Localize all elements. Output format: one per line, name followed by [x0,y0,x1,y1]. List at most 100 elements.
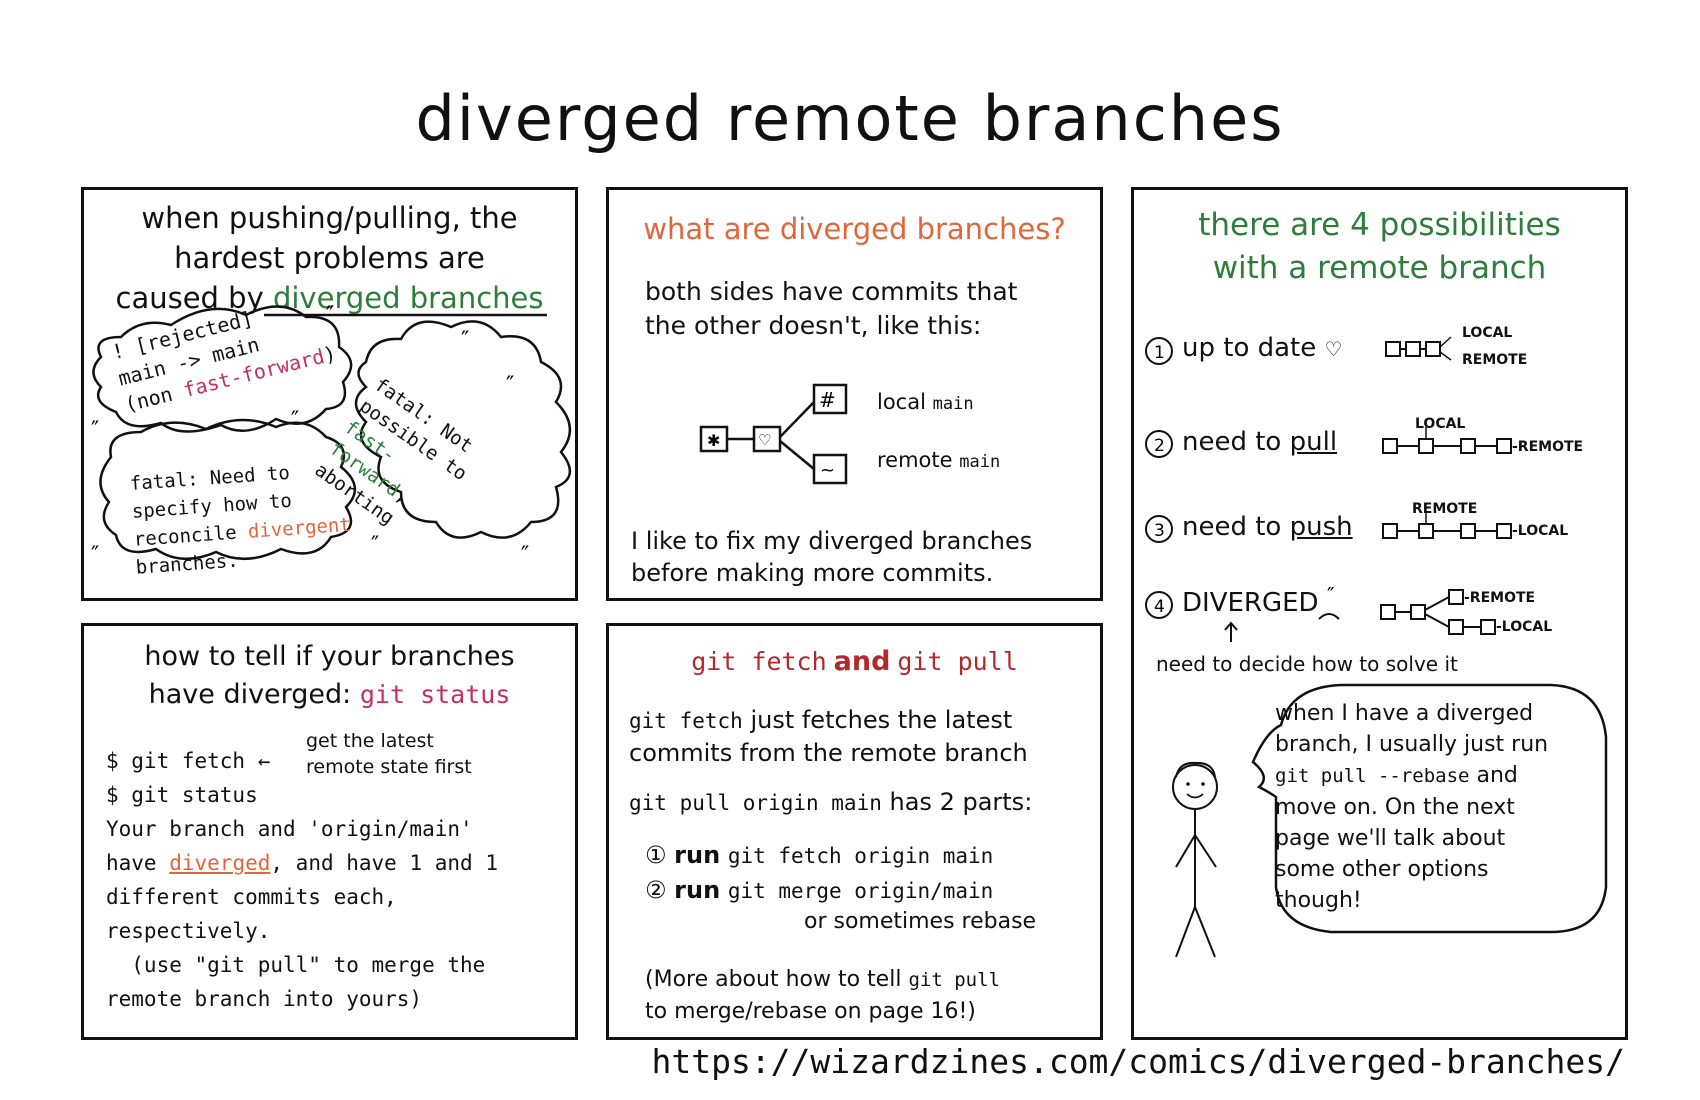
speech-line1: when I have a diverged [1275,701,1534,726]
panel4-heading2: have diverged: [148,679,352,710]
number-circle-4 [1145,591,1173,619]
output-line3: different commits each, [106,885,397,909]
cmd-git-fetch: $ git fetch [106,749,246,773]
frustration-mark-8: ″ [521,543,529,568]
bubble-fast-forward [354,320,571,539]
item2-remote-label: -REMOTE [1512,439,1584,455]
item1-up-to-date: up to date [1182,333,1317,363]
svg-text:2: 2 [1154,436,1165,456]
speech-line5: page we'll talk about [1275,826,1506,851]
panel1-heading-line1: when pushing/pulling, the [141,201,518,235]
note-line2: remote state first [306,756,472,778]
heading-git-pull: git pull [897,647,1018,676]
item3-remote-label: REMOTE [1412,501,1478,517]
item1-remote-label: REMOTE [1462,352,1528,368]
heart-icon: ♡ [1324,337,1343,361]
frustration-mark-2: ″ [461,328,469,353]
item2-prefix: need to [1182,427,1282,457]
panel4-heading1: how to tell if your branches [144,641,515,672]
panel1-heading-line3: caused by [115,281,264,315]
panel-hardest-problems: when pushing/pulling, the hardest proble… [81,187,578,601]
speech-bubble [1251,683,1608,934]
heading-git-fetch: git fetch [691,647,827,676]
hash-icon: # [819,388,836,412]
item4-diverged: DIVERGED [1182,588,1319,618]
heading-and: and [833,646,891,677]
bubble3-divergent: divergent [247,513,352,543]
svg-text:4: 4 [1154,597,1165,617]
output-line2-suffix: , and have 1 and 1 [270,851,498,875]
page-title: diverged remote branches [415,82,1285,155]
frustration-mark: ″ [1327,583,1334,607]
speech-line3: and [1476,763,1518,788]
panel-fetch-and-pull: git fetch and git pull git fetch just fe… [606,623,1103,1040]
item2-local-label: LOCAL [1415,416,1466,432]
sad-face-icon [1318,613,1340,620]
frustration-mark-3: ″ [506,373,514,398]
footer2-text: to merge/rebase on page 16!) [645,999,976,1024]
possibilities-diagrams: 1 2 3 4 [1145,336,1608,958]
panel2-line2: the other doesn't, like this: [645,311,982,340]
panel-four-possibilities: there are 4 possibilities with a remote … [1131,187,1628,1040]
panel2-footer2: before making more commits. [631,559,994,587]
diverged-commit-graph: ✱ ♡ # ~ [699,383,848,485]
label-local-main: main [932,394,974,414]
svg-text:3: 3 [1154,521,1165,541]
frustration-mark-5: ″ [291,408,299,433]
bubble-divergent [99,418,356,561]
output-line5: (use "git pull" to merge the [106,953,486,977]
item3-prefix: need to [1182,512,1282,542]
source-url[interactable]: https://wizardzines.com/comics/diverged-… [651,1042,1625,1081]
line3-text: has 2 parts: [889,788,1033,816]
output-line1: Your branch and 'origin/main' [106,817,473,841]
output-have: have [106,851,157,875]
step1-number-icon: ① [645,841,667,869]
label-local: local [877,390,926,414]
bubble-rejected [92,305,353,433]
footer1-git-pull: git pull [908,969,1000,991]
step1-run: run [674,841,721,869]
heart-icon: ♡ [758,431,771,449]
panel2-line1: both sides have commits that [645,277,1018,306]
error-bubbles-illustration: ″ ″ ″ ″ ″ ″ ″ ″ [91,303,571,568]
step2-cmd: git merge origin/main [727,879,994,903]
speech-line2: branch, I usually just run [1275,732,1549,757]
item4-remote-label: -REMOTE [1464,590,1536,606]
item3-push: push [1289,512,1353,542]
line1-git-fetch: git fetch [629,709,743,733]
item2-pull: pull [1289,427,1338,457]
frustration-mark-4: ″ [91,418,99,443]
step2-note: or sometimes rebase [804,909,1037,934]
bubble3-line3: reconcile [133,521,238,551]
footer1-text: (More about how to tell [645,967,902,992]
number-circle-2 [1145,430,1173,458]
output-line6: remote branch into yours) [106,987,423,1011]
panel2-heading: what are diverged branches? [643,212,1066,246]
number-circle-3 [1145,515,1173,543]
panel3-heading2: with a remote branch [1212,250,1547,286]
line2-text: commits from the remote branch [629,739,1028,767]
speech-line6: some other options [1275,857,1489,882]
output-line4: respectively. [106,919,271,943]
note-line1: get the latest [306,730,434,752]
frustration-mark-1: ″ [326,303,334,328]
frustration-mark-7: ″ [371,533,379,558]
item4-local-label: -LOCAL [1496,619,1553,635]
diverged-branches-link: diverged branches [272,281,544,315]
item1-local-label: LOCAL [1462,325,1513,341]
panel-how-to-tell: how to tell if your branches have diverg… [81,623,578,1040]
speech-line4: move on. On the next [1275,795,1515,820]
panel2-footer1: I like to fix my diverged branches [631,527,1033,555]
speech-git-pull-rebase: git pull --rebase [1275,765,1470,787]
left-arrow-icon: ← [257,749,271,773]
squiggle-icon: ~ [820,460,835,481]
step2-run: run [674,876,721,904]
star-icon: ✱ [707,431,720,450]
panel-what-are-diverged: what are diverged branches? both sides h… [606,187,1103,601]
step2-number-icon: ② [645,876,667,904]
item4-note: need to decide how to solve it [1156,652,1458,676]
commit-local [812,383,848,415]
line1-text: just fetches the latest [750,706,1013,734]
output-diverged: diverged [169,851,271,875]
line3-git-pull-origin-main: git pull origin main [629,791,882,815]
